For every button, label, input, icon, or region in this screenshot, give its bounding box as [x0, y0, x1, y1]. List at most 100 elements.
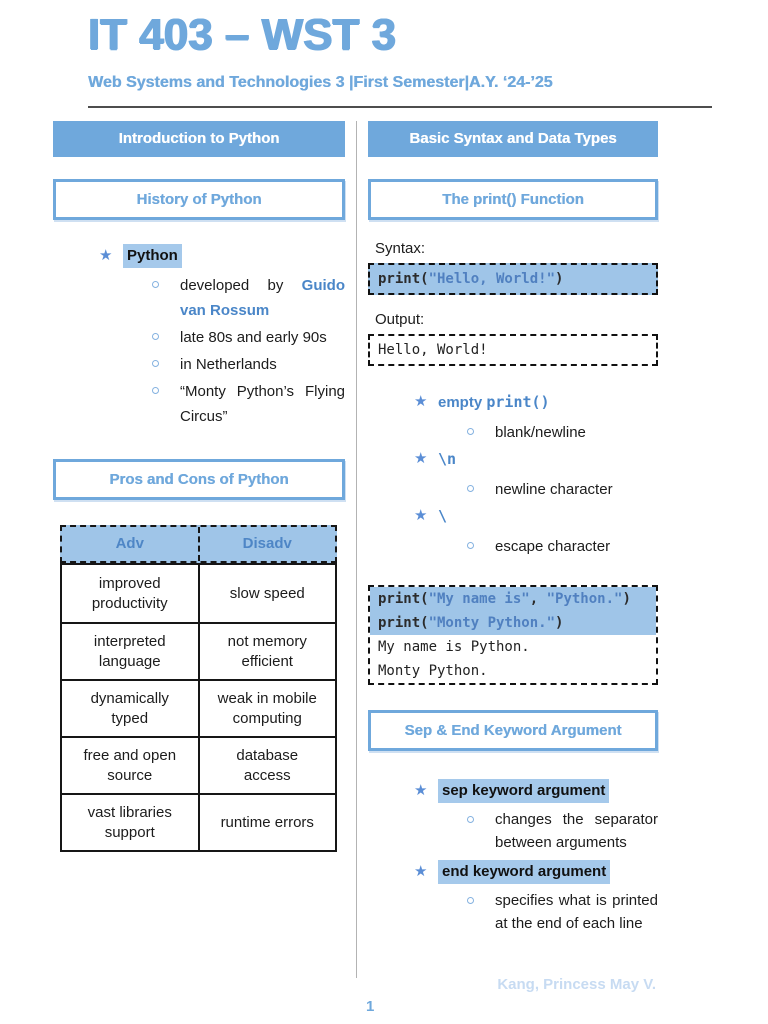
syntax-label: Syntax: — [375, 240, 426, 257]
list-item-text-plain: “Monty Python’s Flying Circus” — [180, 383, 345, 425]
star-bullet-icon: ★ — [414, 863, 428, 880]
code-string: "Python." — [546, 591, 623, 607]
list-item-text-emphasis: Guido van Rossum — [180, 277, 345, 319]
table-cell: dynamically typed — [90, 689, 169, 727]
list-item-text: in Netherlands — [180, 352, 345, 377]
circle-bullet-icon — [467, 485, 474, 492]
list-item-python: ★ Python — [53, 244, 345, 268]
code-text: print( — [378, 615, 429, 631]
section-header-intro-python: Introduction to Python — [53, 121, 345, 157]
list-item-sep-keyword: ★ sep keyword argument — [368, 779, 658, 803]
page-subtitle: Web Systems and Technologies 3 |First Se… — [88, 74, 553, 91]
list-item: newline character — [368, 477, 658, 502]
subsection-print-function: The print() Function — [368, 179, 658, 220]
code-string: "Monty Python." — [428, 615, 556, 631]
code-line-highlighted: print("My name is", "Python.") — [370, 587, 656, 611]
table-row: improved productivity slow speed — [62, 565, 335, 622]
list-item: changes the separator between arguments — [368, 808, 658, 854]
feature-code: \n — [438, 450, 457, 468]
table-cell: free and open source — [83, 746, 177, 784]
star-bullet-icon: ★ — [99, 247, 113, 264]
code-text: print( — [378, 591, 429, 607]
circle-bullet-icon — [152, 360, 159, 367]
table-row: vast libraries support runtime errors — [62, 793, 335, 850]
code-text: print( — [378, 271, 429, 287]
print-features-list: ★ empty print() blank/newline ★ \n newli… — [368, 390, 658, 559]
list-item: specifies what is printed at the end of … — [368, 889, 658, 935]
feature-label: \ — [438, 504, 447, 529]
list-item-text: “Monty Python’s Flying Circus” — [180, 379, 345, 429]
author-name: Kang, Princess May V. — [497, 976, 656, 993]
list-item-text: developed by Guido van Rossum — [180, 273, 345, 323]
table-body: improved productivity slow speed interpr… — [60, 563, 337, 852]
subsection-sep-end: Sep & End Keyword Argument — [368, 710, 658, 751]
code-text: ) — [622, 591, 631, 607]
table-cell: slow speed — [197, 565, 336, 622]
right-column: Basic Syntax and Data Types The print() … — [368, 121, 658, 941]
example-code-block: print("My name is", "Python.") print("Mo… — [368, 585, 658, 685]
star-bullet-icon: ★ — [414, 450, 428, 467]
table-cell: interpreted language — [93, 632, 166, 670]
table-cell: improved productivity — [91, 574, 168, 612]
circle-bullet-icon — [467, 428, 474, 435]
list-item-end-keyword: ★ end keyword argument — [368, 860, 658, 884]
code-output-text: Hello, World! — [378, 342, 488, 358]
table-cell: vast libraries support — [87, 803, 172, 841]
table-cell: not memory efficient — [197, 624, 336, 679]
circle-bullet-icon — [467, 542, 474, 549]
code-text: ) — [555, 615, 564, 631]
code-string: "My name is" — [428, 591, 530, 607]
list-item-empty-print: ★ empty print() — [368, 390, 658, 415]
table-row: free and open source database access — [62, 736, 335, 793]
list-item: blank/newline — [368, 420, 658, 445]
table-row: dynamically typed weak in mobile computi… — [62, 679, 335, 736]
code-output-text: My name is Python. — [378, 639, 530, 655]
table-cell: weak in mobile computing — [197, 681, 336, 736]
feature-code: print() — [486, 393, 550, 411]
subsection-pros-cons: Pros and Cons of Python — [53, 459, 345, 500]
header-divider — [88, 106, 712, 108]
feature-code: \ — [438, 507, 448, 525]
section-header-basic-syntax: Basic Syntax and Data Types — [368, 121, 658, 157]
list-item-text-plain: in Netherlands — [180, 356, 277, 373]
list-item-text: escape character — [495, 538, 611, 555]
list-item: in Netherlands — [53, 352, 345, 377]
pros-cons-table: Adv Disadv improved productivity slow sp… — [60, 525, 337, 852]
list-item-text-plain: developed by — [180, 277, 302, 294]
list-item-text: changes the separator between arguments — [495, 811, 658, 851]
code-line-output: My name is Python. — [370, 635, 656, 659]
list-item-text: blank/newline — [495, 424, 586, 441]
circle-bullet-icon — [467, 897, 474, 904]
list-item-newline: ★ \n — [368, 447, 658, 472]
code-line-highlighted: print("Monty Python.") — [370, 611, 656, 635]
code-line-output: Monty Python. — [370, 659, 656, 683]
list-item-text: specifies what is printed at the end of … — [495, 892, 658, 932]
highlighted-term: sep keyword argument — [438, 779, 610, 803]
circle-bullet-icon — [152, 333, 159, 340]
star-bullet-icon: ★ — [414, 507, 428, 524]
output-label: Output: — [375, 311, 425, 328]
feature-label: empty print() — [438, 390, 550, 415]
star-bullet-icon: ★ — [414, 782, 428, 799]
code-text: , — [529, 591, 547, 607]
code-output-text: Monty Python. — [378, 663, 488, 679]
list-item-text: newline character — [495, 481, 613, 498]
table-cell: runtime errors — [197, 795, 336, 850]
highlighted-term: end keyword argument — [438, 860, 611, 884]
highlighted-term: Python — [123, 244, 182, 268]
table-cell: database access — [197, 738, 336, 793]
table-header-disadv: Disadv — [197, 527, 336, 561]
subsection-history-of-python: History of Python — [53, 179, 345, 220]
column-divider — [356, 121, 357, 978]
table-header-row: Adv Disadv — [60, 525, 337, 563]
page-title: IT 403 – WST 3 — [88, 10, 397, 59]
page-number: 1 — [366, 998, 375, 1015]
left-column: Introduction to Python History of Python… — [53, 121, 345, 852]
list-item: developed by Guido van Rossum — [53, 273, 345, 323]
sep-end-list: ★ sep keyword argument changes the separ… — [368, 779, 658, 935]
list-item-escape: ★ \ — [368, 504, 658, 529]
feature-label: \n — [438, 447, 456, 472]
circle-bullet-icon — [152, 387, 159, 394]
table-header-adv: Adv — [115, 535, 144, 552]
